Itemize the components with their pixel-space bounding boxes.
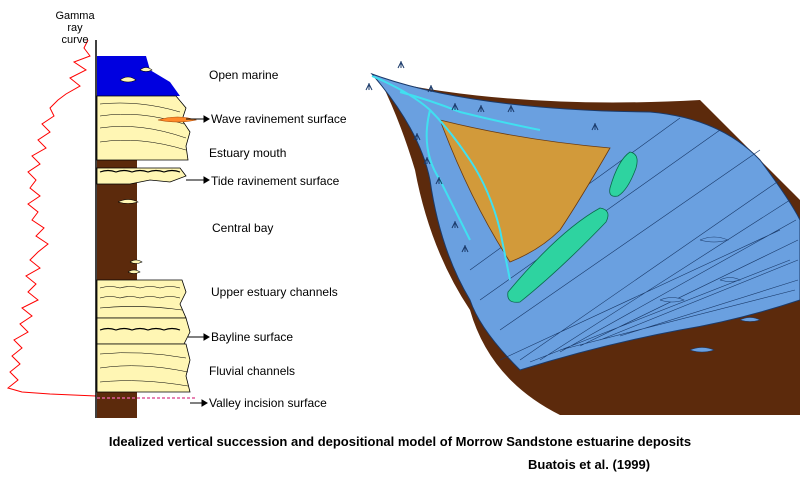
label-bayline: Bayline surface: [211, 330, 294, 344]
label-arrows: [186, 115, 210, 407]
gamma-ray-label-line3: curve: [61, 34, 89, 46]
stratigraphic-column: [6, 39, 210, 418]
figure-caption: Idealized vertical succession and deposi…: [108, 434, 692, 449]
label-estuary-mouth: Estuary mouth: [209, 146, 287, 160]
estuary-mouth-unit: [96, 95, 191, 161]
upper-estuary-bedding: [99, 286, 183, 311]
figure-credit: Buatois et al. (1999): [528, 457, 651, 472]
label-valley-incision: Valley incision surface: [209, 396, 327, 410]
wave-ravinement-lens: [157, 116, 198, 123]
label-tide-ravinement: Tide ravinement surface: [211, 174, 340, 188]
gamma-ray-label: Gamma ray curve: [40, 10, 110, 46]
upper-estuary-unit: [96, 279, 187, 319]
label-central-bay: Central bay: [212, 221, 274, 235]
label-open-marine: Open marine: [209, 68, 279, 82]
label-fluvial: Fluvial channels: [209, 364, 296, 378]
shelf-lenses: [659, 236, 761, 353]
block-model: [365, 61, 800, 415]
bayline-unit: [96, 317, 191, 345]
fluvial-unit: [96, 343, 191, 393]
label-upper-estuary: Upper estuary channels: [211, 285, 338, 299]
gamma-ray-curve: [6, 39, 97, 397]
marine-shell-lenses: [119, 67, 153, 83]
marsh-vegetation: [365, 61, 599, 253]
tidal-bar-upper: [609, 151, 638, 197]
central-bay-lenses: [117, 199, 143, 274]
fluvial-bedding: [99, 352, 189, 387]
central-bay-fill: [439, 119, 611, 263]
open-marine-unit: [97, 56, 180, 96]
label-wave-ravinement: Wave ravinement surface: [211, 112, 347, 126]
gamma-ray-label-line1: Gamma: [55, 10, 95, 22]
gamma-ray-label-line2: ray: [67, 22, 83, 34]
tide-ravinement-lag: [99, 169, 181, 173]
tidal-bar-lower: [507, 207, 609, 303]
bayline-surface-line: [99, 327, 181, 331]
estuary-mouth-bedding: [99, 102, 187, 151]
